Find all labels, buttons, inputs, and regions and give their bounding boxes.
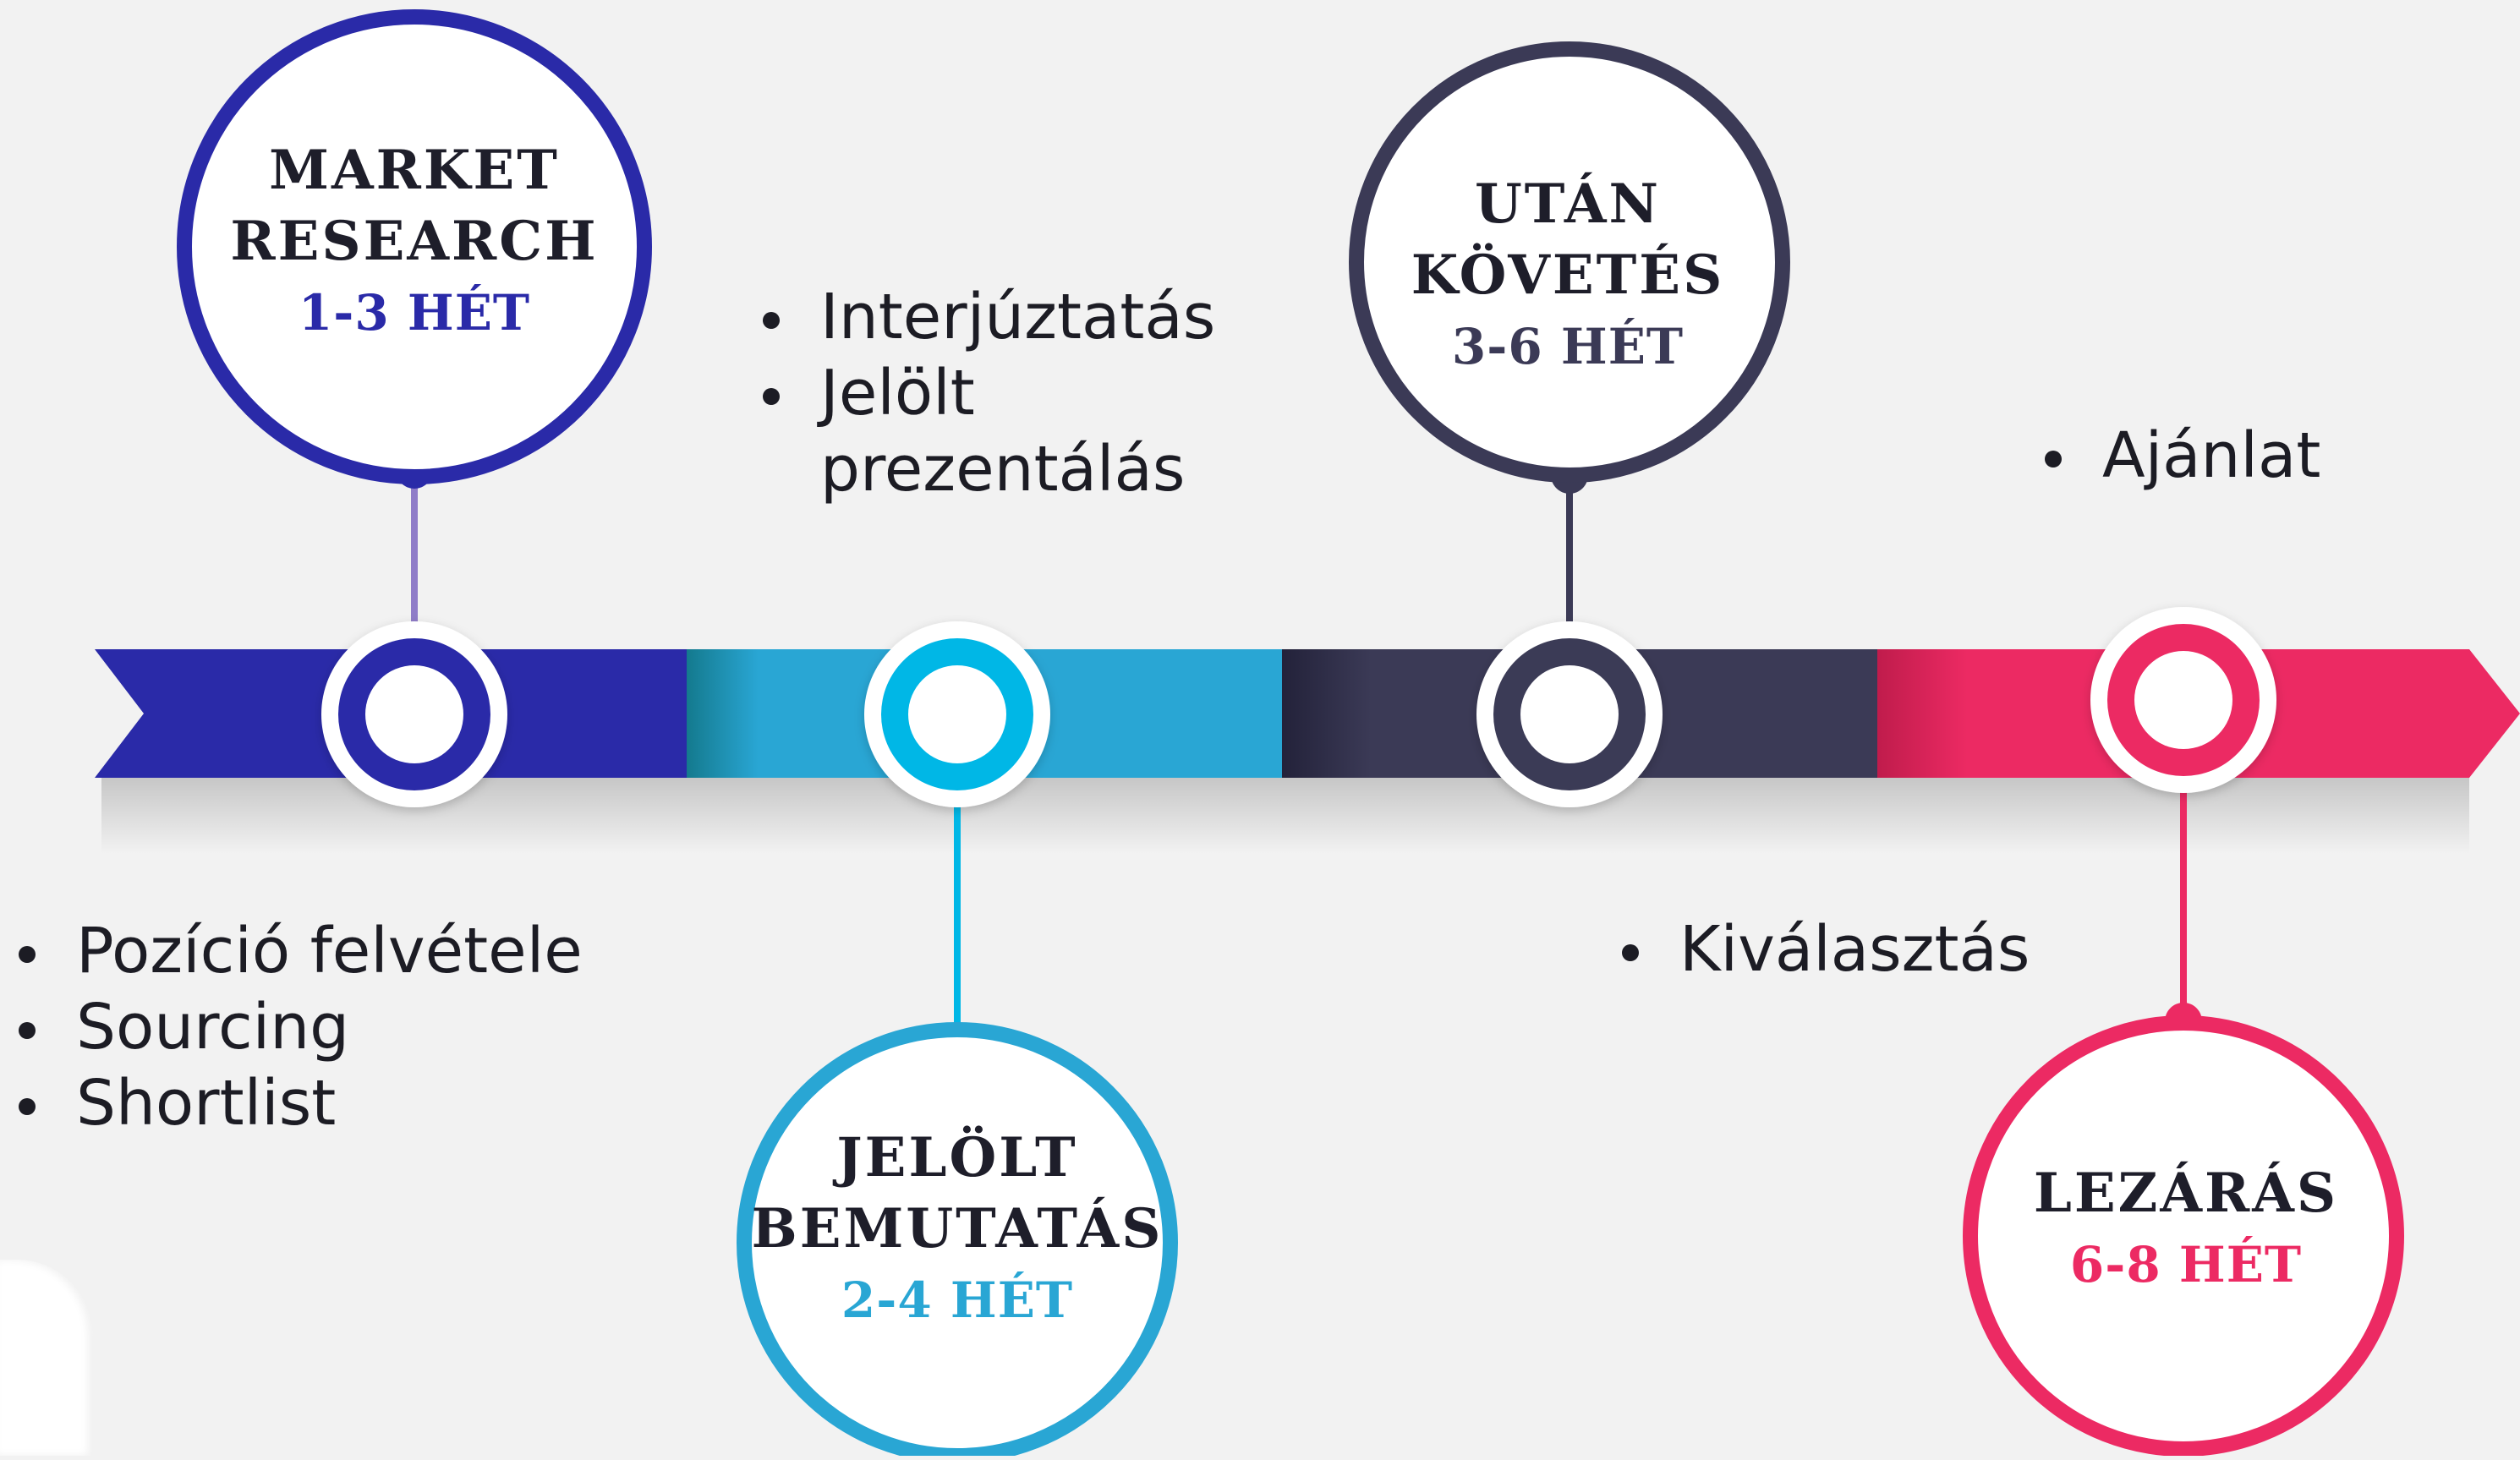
stage-circle-3 (1349, 41, 1790, 483)
stage-title-line2: BEMUTATÁS (751, 1197, 1164, 1260)
band-shadow (101, 778, 2469, 854)
stage-label-lezaras: LEZÁRÁS 6-8 HÉT (1966, 1158, 2406, 1300)
stage-label-utan-kovetes: UTÁN KÖVETÉS 3-6 HÉT (1348, 169, 1788, 382)
list-item: Kiválasztás (1622, 911, 2030, 987)
list-item: Sourcing (19, 989, 583, 1065)
stage-4-bullet-list: Ajánlat (2045, 418, 2320, 494)
list-item: Shortlist (19, 1065, 583, 1141)
stage-title-line1: MARKET (269, 139, 560, 202)
stage-label-market-research: MARKET RESEARCH 1-3 HÉT (194, 135, 634, 348)
node-center-4 (2134, 651, 2232, 749)
stage-duration: 2-4 HÉT (841, 1271, 1074, 1329)
stage-title-line2: KÖVETÉS (1411, 243, 1725, 307)
node-center-3 (1520, 665, 1619, 763)
list-item: Ajánlat (2045, 418, 2320, 494)
stage-circle-4 (1963, 1015, 2404, 1457)
stage-2-bullet-list: Interjúztatás Jelölt prezentálás (763, 279, 1236, 507)
list-item: Pozíció felvétele (19, 913, 583, 989)
stage-1-bullet-list: Pozíció felvétele Sourcing Shortlist (19, 913, 583, 1141)
stage-title-line1: LEZÁRÁS (2033, 1162, 2339, 1225)
stage-title-line1: JELÖLT (836, 1126, 1078, 1189)
list-item: Jelölt prezentálás (763, 355, 1236, 507)
node-center-2 (908, 665, 1006, 763)
stage-duration: 3-6 HÉT (1451, 318, 1685, 375)
stage-label-jelolt-bemutatas: JELÖLT BEMUTATÁS 2-4 HÉT (737, 1123, 1177, 1336)
stage-duration: 1-3 HÉT (298, 284, 531, 342)
stage-3-bullet-list: Kiválasztás (1622, 911, 2030, 987)
stage-title-line1: UTÁN (1474, 172, 1662, 236)
list-item: Interjúztatás (763, 279, 1236, 355)
stage-duration: 6-8 HÉT (2069, 1236, 2303, 1293)
photo-fragment (0, 1260, 93, 1456)
stage-title-line2: RESEARCH (230, 210, 599, 273)
stage-circle-1 (177, 9, 652, 484)
node-center-1 (365, 665, 463, 763)
